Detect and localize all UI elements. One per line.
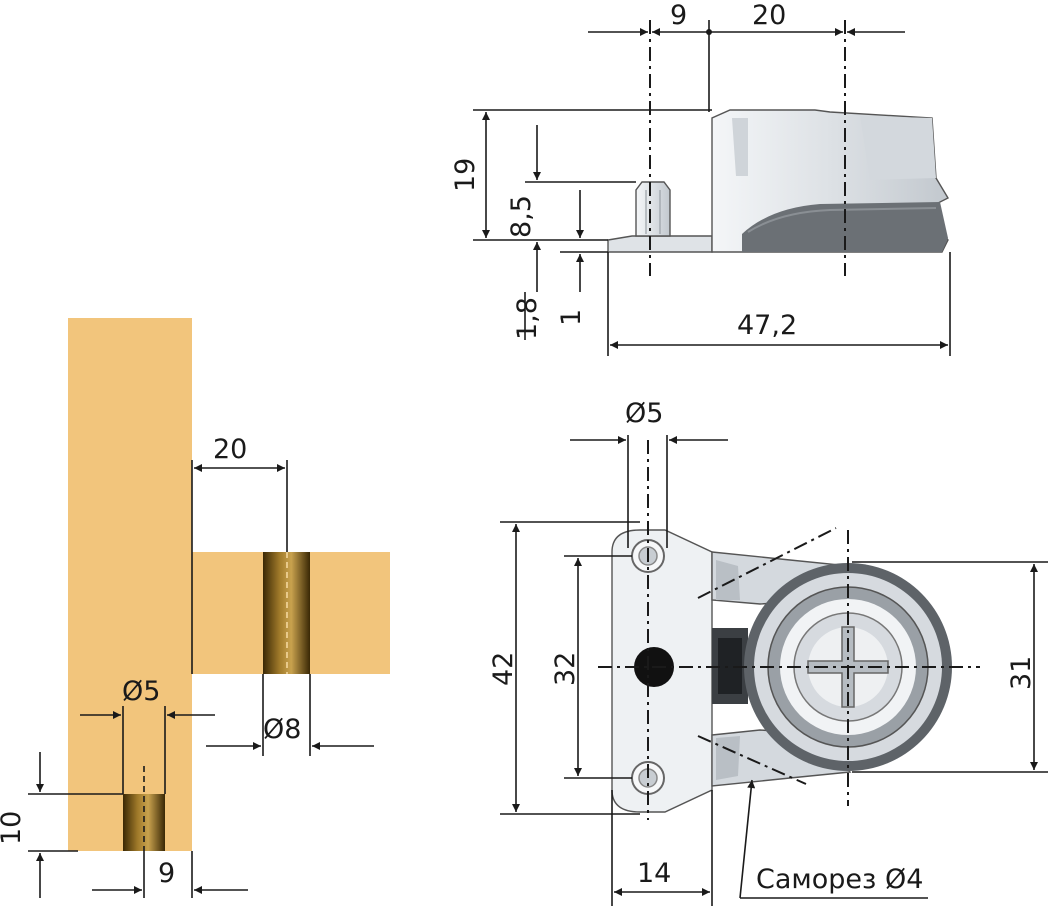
dim-side-20: 20 — [752, 0, 786, 31]
dim-side-1-8: 1,8 — [512, 297, 543, 340]
side-base-plate — [607, 235, 713, 253]
dim-panel-20: 20 — [213, 434, 247, 465]
side-view: 9 20 19 8,5 1 1,8 47,2 — [450, 0, 951, 356]
dim-side-47-2: 47,2 — [737, 310, 797, 341]
dim-side-9: 9 — [670, 0, 687, 31]
dim-top-31: 31 — [1006, 656, 1037, 690]
dim-side-8-5: 8,5 — [506, 195, 537, 238]
top-view: Ø5 42 32 31 14 Саморез Ø4 — [488, 398, 1048, 906]
vertical-panel — [68, 318, 192, 851]
side-pin — [635, 181, 671, 237]
dim-top-42: 42 — [488, 652, 519, 686]
dim-top-14: 14 — [637, 858, 671, 889]
hole-5mm — [123, 794, 165, 851]
dim-side-19: 19 — [450, 158, 481, 192]
wood-panels-view: 20 Ø8 Ø5 10 9 — [0, 318, 390, 898]
dim-side-1: 1 — [556, 309, 587, 326]
dim-panel-10: 10 — [0, 811, 27, 845]
dim-top-32: 32 — [550, 652, 581, 686]
screw-label: Саморез Ø4 — [756, 864, 923, 895]
dim-top-d5: Ø5 — [625, 398, 663, 429]
dim-panel-9: 9 — [158, 858, 175, 889]
dim-panel-d8: Ø8 — [263, 714, 301, 745]
dim-panel-d5: Ø5 — [122, 676, 160, 707]
